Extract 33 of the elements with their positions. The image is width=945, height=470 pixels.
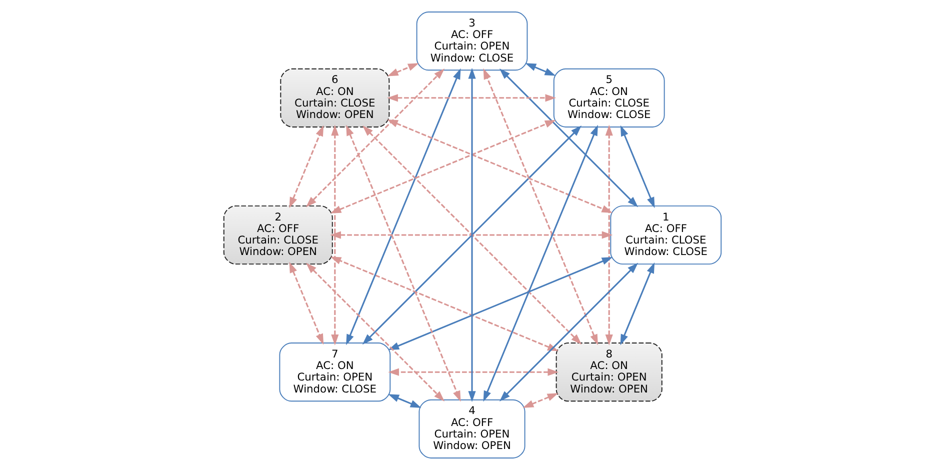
arrow bbox=[306, 68, 445, 208]
arrow bbox=[331, 124, 339, 346]
arrow bbox=[620, 125, 655, 208]
arrow bbox=[387, 119, 613, 213]
node-box: 2 AC: OFF Curtain: CLOSE Window: OPEN bbox=[223, 205, 333, 265]
arrow bbox=[388, 368, 559, 376]
node-box: 1 AC: OFF Curtain: CLOSE Window: CLOSE bbox=[610, 205, 722, 265]
node-box: 6 AC: ON Curtain: CLOSE Window: OPEN bbox=[280, 68, 390, 128]
arrow bbox=[468, 68, 476, 402]
arrow bbox=[525, 63, 556, 76]
arrow bbox=[522, 393, 558, 408]
arrow bbox=[620, 262, 655, 346]
arrow bbox=[499, 68, 638, 208]
arrow bbox=[499, 262, 638, 402]
arrow bbox=[387, 63, 419, 76]
arrow bbox=[346, 124, 461, 402]
arrow bbox=[483, 68, 598, 346]
arrow bbox=[330, 120, 556, 214]
arrow bbox=[306, 262, 445, 402]
arrow bbox=[605, 124, 613, 346]
arrow bbox=[362, 125, 582, 345]
arrow bbox=[330, 231, 613, 239]
node-box: 5 AC: ON Curtain: CLOSE Window: CLOSE bbox=[553, 68, 665, 128]
node-box: 4 AC: OFF Curtain: OPEN Window: OPEN bbox=[418, 399, 526, 458]
arrow bbox=[289, 262, 324, 345]
node-box: 8 AC: ON Curtain: OPEN Window: OPEN bbox=[556, 342, 662, 402]
node-box: 3 AC: OFF Curtain: OPEN Window: CLOSE bbox=[416, 12, 528, 71]
arrow bbox=[483, 124, 598, 402]
arrow bbox=[346, 68, 461, 346]
arrow bbox=[387, 94, 556, 102]
node-box: 7 AC: ON Curtain: OPEN Window: CLOSE bbox=[279, 342, 391, 402]
arrow bbox=[388, 394, 422, 408]
arrow bbox=[289, 125, 324, 208]
